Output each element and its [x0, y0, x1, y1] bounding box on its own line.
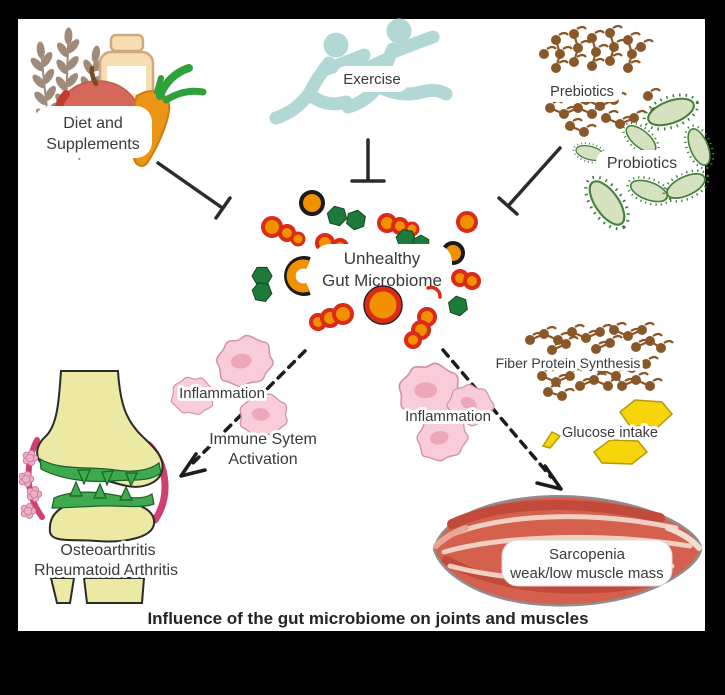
- exercise-label-pill: [336, 66, 408, 92]
- knee-joint-icon: [18, 370, 169, 604]
- gut-microbiome-cluster-icon: Unhealthy Gut Microbiome: [250, 190, 481, 349]
- joint-outcome-line2: Rheumatoid Arthritis: [34, 562, 178, 579]
- inhibition-arrow-biotics: [497, 146, 562, 216]
- probiotics-label: Probiotics: [607, 155, 677, 172]
- inhibition-arrow-diet: [156, 161, 232, 220]
- prebiotics-label-pill: [543, 81, 622, 102]
- prebiotics-group: Prebiotics: [537, 24, 669, 139]
- fiber-label: Fiber Protein Synthesis: [496, 355, 641, 371]
- muscle-outcome-line1: Sarcopenia: [549, 546, 626, 563]
- fiber-molecules-icon: [523, 321, 675, 403]
- diet-label-line2: Supplements: [46, 136, 139, 153]
- probiotics-label-pill: [596, 150, 688, 175]
- glucose-label: Glucose intake: [562, 425, 658, 441]
- glucose-crystals-icon: [541, 399, 674, 465]
- prebiotics-label: Prebiotics: [550, 84, 614, 100]
- exercise-label: Exercise: [343, 71, 401, 88]
- diet-group: Diet and Supplements: [25, 26, 207, 167]
- probiotics-group: Probiotics: [570, 86, 720, 238]
- figure-caption: Influence of the gut microbiome on joint…: [147, 609, 588, 628]
- muscle-outcome-line2: weak/low muscle mass: [509, 565, 663, 582]
- diet-label-line1: Diet and: [63, 115, 123, 132]
- immune-activation-line1: Immune Sytem: [209, 431, 317, 448]
- immune-activation-line2: Activation: [228, 451, 297, 468]
- inflammation-left-label: Inflammation: [179, 385, 265, 402]
- joint-outcome-line1: Osteoarthritis: [60, 542, 155, 559]
- prebiotic-molecules-icon: [537, 24, 669, 139]
- microbiome-label-line1: Unhealthy: [344, 249, 421, 268]
- inflammation-right-label: Inflammation: [405, 408, 491, 425]
- diet-label-pill: [34, 106, 152, 158]
- exercise-group: Exercise: [269, 18, 453, 125]
- dashed-arrow-muscle: [441, 348, 563, 491]
- microbiome-label-pill: [312, 244, 452, 294]
- inhibition-arrow-exercise: [350, 138, 386, 183]
- microbiome-label-line2: Gut Microbiome: [322, 271, 442, 290]
- muscle-icon: [432, 495, 703, 607]
- muscle-label-pill: [501, 539, 673, 587]
